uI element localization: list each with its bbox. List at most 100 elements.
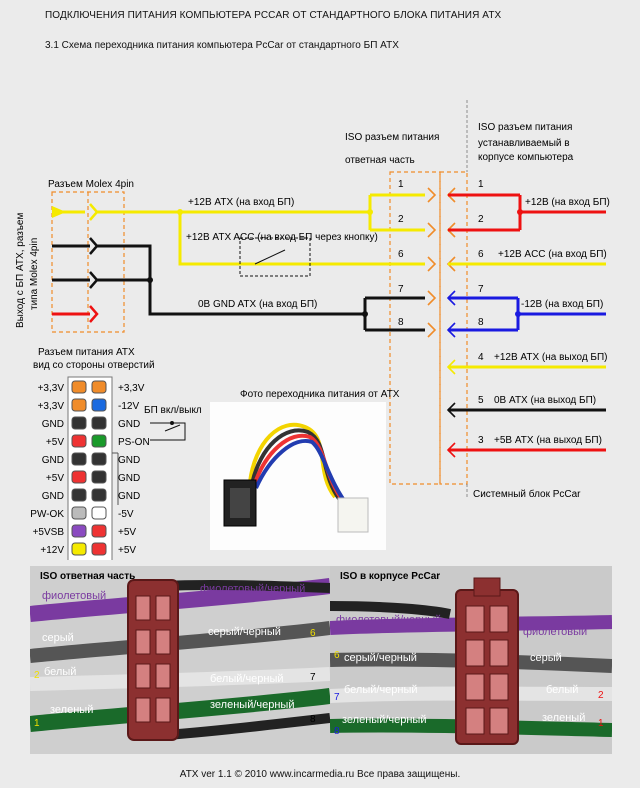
atx-pin	[71, 398, 87, 412]
wire-color-label: зеленый/черный	[210, 699, 295, 711]
wire-color-label: серый/черный	[208, 626, 281, 638]
atx-pin-label: GND	[42, 491, 64, 502]
atx-pin-label: GND	[42, 455, 64, 466]
system-block-label: Системный блок PcCar	[473, 488, 581, 500]
output-label: +12В ACC (на вход БП)	[498, 249, 607, 260]
iso-mate-label: ответная часть	[345, 155, 415, 166]
iso-mate-photo: ISO ответная часть фиолетовый фиолетовый…	[30, 566, 330, 754]
atx-pin-label: PS-ON	[118, 437, 150, 448]
wire-color-label: серый/черный	[344, 652, 417, 664]
atx-pin	[71, 416, 87, 430]
side-label: типа Molex 4pin	[29, 238, 40, 310]
wire-color-label: фиолетовый	[42, 590, 107, 602]
pin-number: 7	[310, 672, 316, 683]
pin-number: 1	[34, 718, 40, 729]
wiring-diagram: Выход с БП ATX, разъем типа Molex 4pin Р…	[15, 100, 610, 560]
section-subtitle: 3.1 Схема переходника питания компьютера…	[45, 40, 399, 51]
pin-number: 6	[398, 249, 404, 260]
atx-pin	[71, 542, 87, 556]
wire-color-label: серый	[530, 652, 562, 664]
wire-label: +12В ATX (на вход БП)	[188, 197, 294, 208]
atx-pin-label: +3,3V	[38, 401, 65, 412]
wire-color-label: белый	[546, 684, 579, 696]
atx-pin-label: -5V	[118, 509, 134, 520]
atx-pin-label: +5V	[46, 437, 64, 448]
output-label: +12В ATX (на выход БП)	[494, 352, 608, 363]
atx-pin-label: +5V	[46, 473, 64, 484]
output-label: +5В ATX (на выход БП)	[494, 435, 602, 446]
wire-color-label: зеленый/черный	[342, 714, 427, 726]
iso-case-label: устанавливаемый в	[478, 138, 570, 149]
iso-case-box	[439, 171, 468, 485]
atx-title: вид со стороны отверстий	[33, 360, 155, 371]
pin-number: 7	[478, 284, 484, 295]
pin-number: 6	[478, 249, 484, 260]
atx-pin	[71, 524, 87, 538]
atx-pin-label: GND	[118, 455, 140, 466]
output-label: +12В (на вход БП)	[525, 197, 610, 208]
pin-number: 1	[478, 179, 484, 190]
wire-color-label: фиолетовый/черный	[336, 614, 442, 626]
atx-pin-label: +12V	[40, 545, 64, 556]
pin-number: 7	[398, 284, 404, 295]
wire-yellow-12v	[52, 193, 425, 266]
iso-case-label: корпусе компьютера	[478, 152, 574, 163]
pin-number: 8	[334, 726, 340, 737]
atx-title: Разъем питания ATX	[38, 347, 135, 358]
footer-copyright: ATX ver 1.1 © 2010 www.incarmedia.ru Все…	[179, 769, 461, 780]
page-title: ПОДКЛЮЧЕНИЯ ПИТАНИЯ КОМПЬЮТЕРА PCCAR ОТ …	[45, 10, 502, 21]
acc-switch	[239, 237, 311, 277]
atx-pin-label: +3,3V	[38, 383, 65, 394]
atx-pin	[91, 416, 107, 430]
pin-number: 2	[398, 214, 404, 225]
junction-node	[367, 209, 373, 215]
wire-color-label: серый	[42, 632, 74, 644]
junction-node	[177, 209, 183, 215]
atx-pin	[71, 506, 87, 520]
switch-label: БП вкл/выкл	[144, 405, 202, 416]
pin-number: 8	[478, 317, 484, 328]
pin-number: 3	[478, 435, 484, 446]
pin-number: 2	[34, 670, 40, 681]
photo-title: ISO ответная часть	[40, 571, 136, 582]
atx-pin-label: +5V	[118, 527, 136, 538]
wire-color-label: белый	[44, 666, 77, 678]
atx-pin-label: GND	[118, 491, 140, 502]
pin-number: 1	[398, 179, 404, 190]
atx-pin-label: +3,3V	[118, 383, 145, 394]
atx-pin-label: +5VSB	[33, 527, 65, 538]
wire-color-label: белый/черный	[210, 673, 284, 685]
atx-pin	[91, 470, 107, 484]
atx-pin	[91, 434, 107, 448]
molex-label: Разъем Molex 4pin	[48, 179, 134, 190]
atx-pin	[71, 488, 87, 502]
atx-pin	[91, 524, 107, 538]
atx-pin-label: GND	[118, 419, 140, 430]
pin-number: 8	[398, 317, 404, 328]
iso-case-photo: ISO в корпусе PcCar фиолетовый/черный фи…	[330, 566, 612, 754]
output-label: -12В (на вход БП)	[521, 299, 603, 310]
atx-pin	[71, 434, 87, 448]
atx-pin	[91, 452, 107, 466]
atx-pin	[91, 398, 107, 412]
wire-label: +12В ATX ACC (на вход БП через кнопку)	[186, 232, 378, 243]
wire-color-label: фиолетовый/черный	[200, 583, 306, 595]
wire-black-gnd	[52, 237, 425, 332]
atx-pin-grid	[67, 376, 119, 560]
atx-pin	[91, 542, 107, 556]
adapter-photo	[210, 402, 386, 550]
wire-color-label: зеленый	[50, 704, 94, 716]
atx-pin	[71, 380, 87, 394]
side-label: Выход с БП ATX, разъем	[15, 213, 26, 328]
iso-case-label: ISO разъем питания	[478, 122, 572, 133]
wire-label: 0В GND ATX (на вход БП)	[198, 299, 317, 310]
pin-number: 1	[598, 718, 604, 729]
pin-number: 6	[310, 628, 316, 639]
atx-pin-label: GND	[42, 419, 64, 430]
atx-pin-label: GND	[118, 473, 140, 484]
atx-pin-label: -12V	[118, 401, 139, 412]
pin-number: 8	[310, 714, 316, 725]
atx-pin-label: +5V	[118, 545, 136, 556]
pin-number: 7	[334, 692, 340, 703]
pin-number: 6	[334, 650, 340, 661]
